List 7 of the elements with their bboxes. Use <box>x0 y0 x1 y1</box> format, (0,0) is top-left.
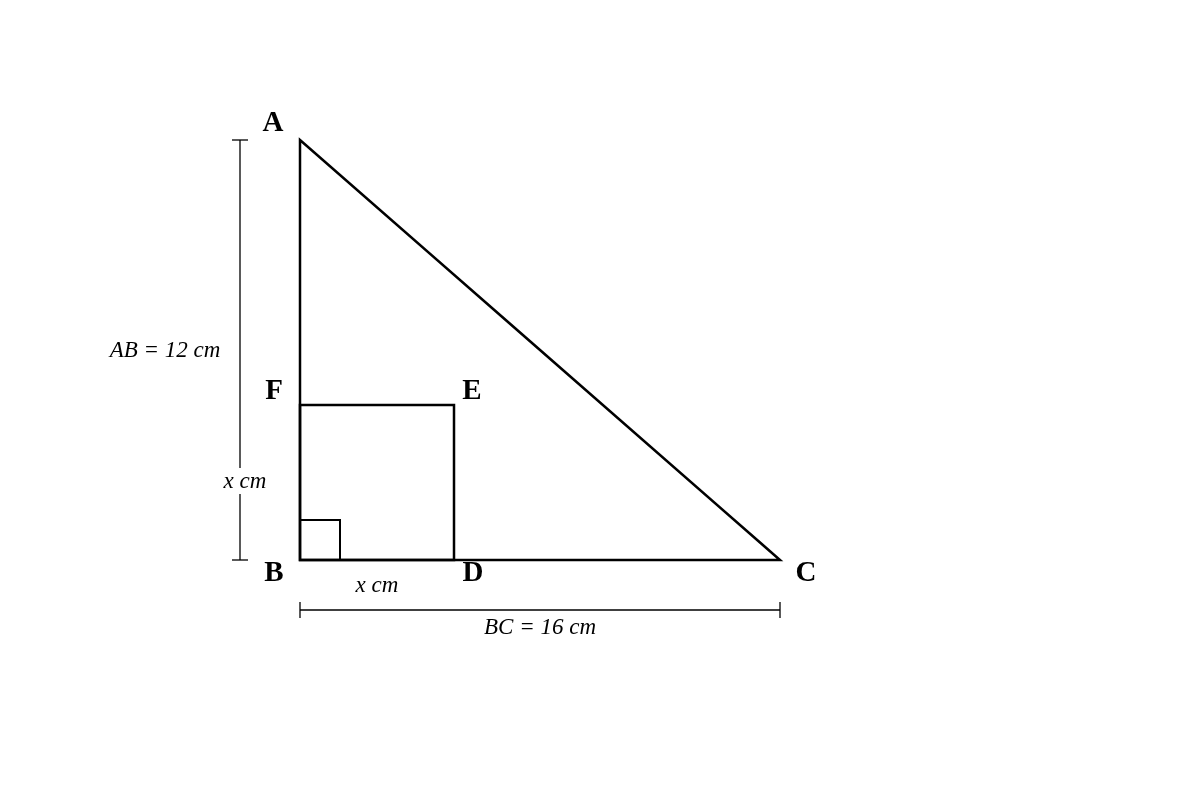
vertex-label: E <box>462 372 482 406</box>
vertex-label: D <box>462 554 484 588</box>
vertex-label: A <box>262 104 284 138</box>
vertex-label: B <box>264 554 284 588</box>
vertex-label: C <box>795 554 817 588</box>
vertex-label: F <box>265 372 283 406</box>
dimension-label: x cm <box>223 468 267 494</box>
